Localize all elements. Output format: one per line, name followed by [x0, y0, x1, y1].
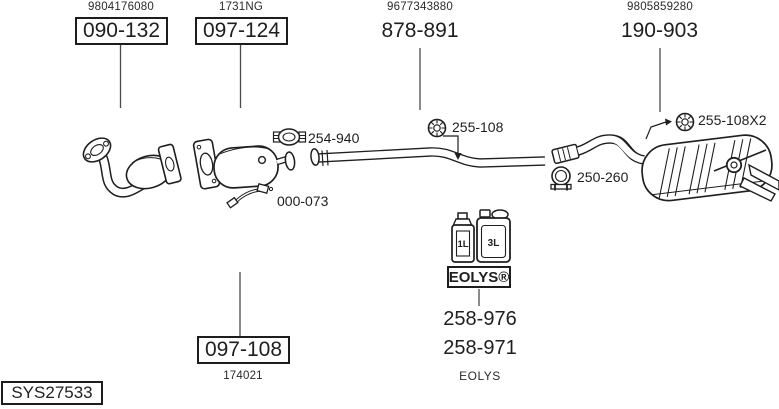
part-ref-258-971[interactable]: 258-971 [443, 337, 517, 359]
part-ref-097-124[interactable]: 097-124 [195, 17, 288, 45]
sensor-wire-icon [226, 183, 274, 209]
oe-number-9805859280: 9805859280 [627, 1, 693, 13]
leader-arrow [665, 118, 672, 126]
part-ref-097-108[interactable]: 097-108 [197, 336, 290, 364]
eolys-brand-box: EOLYS® [447, 266, 511, 288]
additive-bottle-3l: 3L [476, 209, 511, 263]
leader-lines [119, 45, 661, 336]
leader-255-108 [443, 135, 459, 154]
tail-pipe-drawing [739, 163, 779, 202]
coupling-sleeve-drawing [551, 143, 580, 165]
oe-number-9677343880: 9677343880 [387, 1, 453, 13]
leader-arrow [454, 153, 462, 160]
part-label-250-260[interactable]: 250-260 [577, 169, 629, 185]
clamp-icon [272, 128, 307, 146]
particulate-filter-drawing [192, 138, 296, 190]
part-ref-090-132[interactable]: 090-132 [75, 17, 168, 45]
part-ref-190-903[interactable]: 190-903 [620, 19, 699, 42]
clamp-icon [550, 166, 572, 191]
part-label-255-108X2[interactable]: 255-108X2 [698, 112, 767, 128]
part-ref-878-891[interactable]: 878-891 [381, 19, 459, 42]
part-ref-258-976[interactable]: 258-976 [443, 308, 517, 330]
bottle-3l-label: 3L [488, 238, 500, 249]
system-code-box[interactable]: SYS27533 [1, 381, 103, 405]
additive-bottle-1l: 1L [451, 212, 475, 263]
part-label-254-940[interactable]: 254-940 [308, 130, 360, 146]
oe-number-9804176080: 9804176080 [88, 1, 154, 13]
eolys-brand-text: EOLYS [459, 369, 501, 383]
bottle-1l-label: 1L [457, 239, 468, 250]
intermediate-pipe-drawing [310, 147, 546, 168]
part-label-255-108[interactable]: 255-108 [452, 119, 504, 135]
front-pipe-drawing [82, 137, 155, 198]
rubber-hanger-icon [427, 118, 447, 138]
oe-number-174021: 174021 [223, 370, 263, 382]
part-label-000-073[interactable]: 000-073 [277, 193, 329, 209]
rubber-hanger-icon [675, 112, 695, 132]
oe-number-1731NG: 1731NG [218, 1, 264, 13]
rear-muffler-drawing [641, 134, 773, 202]
muffler-inlet-pipe-drawing [576, 134, 646, 165]
leader-255-108X2 [645, 121, 667, 140]
catalytic-converter-drawing [125, 143, 182, 190]
